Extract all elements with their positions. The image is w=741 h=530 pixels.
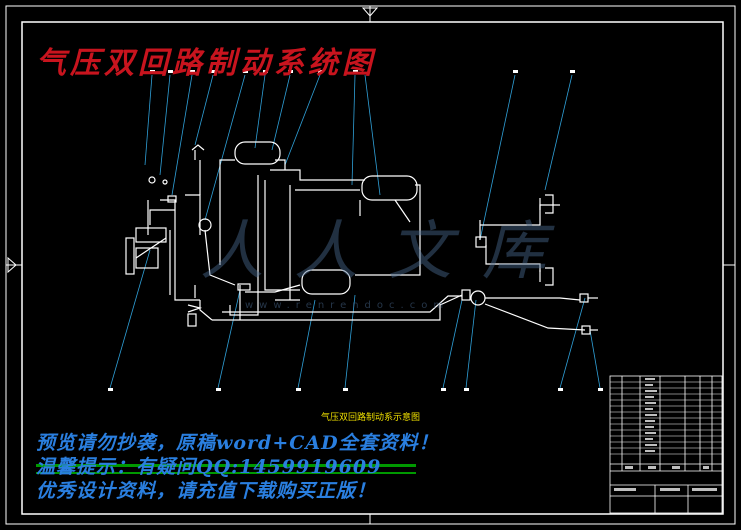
leader-lines: [109, 74, 601, 389]
title-block: [609, 375, 723, 514]
watermark-text: 人人文库: [200, 215, 576, 289]
four-way-valve: [475, 236, 487, 248]
notice-line-purchase: 优秀设计资料，请充值下载购买正版！: [36, 480, 377, 502]
brake-valve: [470, 290, 486, 306]
pressure-gauge: [198, 218, 212, 232]
drawing-title: 气压双回路制动系统图: [36, 46, 376, 81]
brake-chamber-rear: [579, 293, 598, 335]
centering-marks: [6, 6, 735, 524]
brake-chamber-front-lower: [539, 267, 554, 286]
brake-chamber-left-upper: [191, 144, 205, 160]
notice-line-preview: 预览请勿抄袭，原稿word+CAD全套资料！: [36, 432, 439, 454]
diagram-caption: 气压双回路制动系示意图: [320, 413, 420, 423]
notice-line-contact: 温馨提示：有疑问QQ:1459919609: [36, 456, 382, 478]
inner-frame: [21, 21, 724, 515]
components: [125, 141, 598, 335]
watermark-url: www.renrendoc.com: [245, 300, 450, 311]
title-block-rows: [610, 381, 722, 455]
air-reservoir-top: [234, 141, 281, 165]
air-reservoir-main: [361, 175, 418, 201]
air-compressor: [125, 227, 167, 275]
air-reservoir-lower: [301, 269, 351, 295]
brake-chamber-left-lower: [187, 304, 203, 327]
notice-underline: [36, 464, 416, 467]
relay-valve: [461, 289, 471, 301]
notice-underline-2: [36, 472, 416, 474]
title-block-fill: [614, 378, 717, 491]
callout-tags: [108, 70, 603, 391]
brake-chamber-front-upper: [539, 194, 554, 214]
